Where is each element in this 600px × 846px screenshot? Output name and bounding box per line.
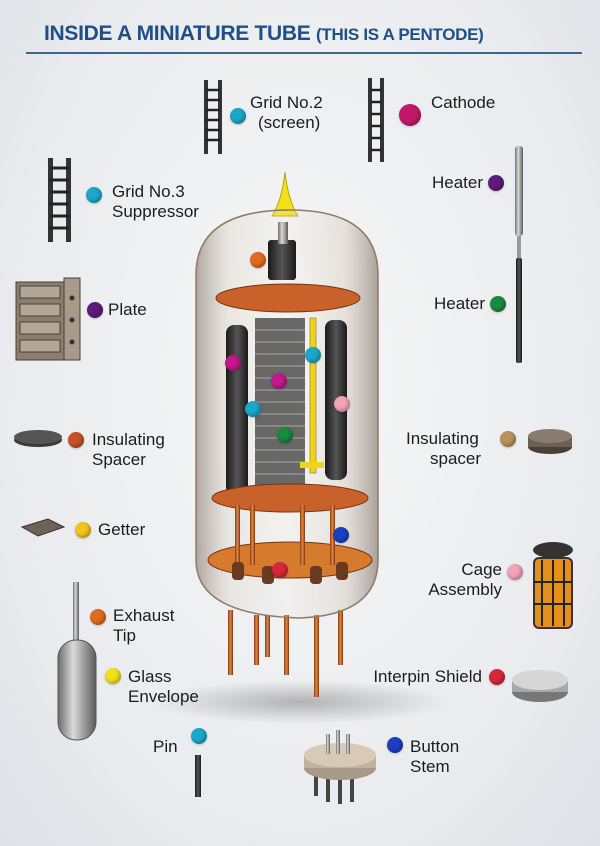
dot-heater-top <box>488 175 504 191</box>
insulating-spacer-left-icon <box>14 430 62 447</box>
dot-pin <box>191 728 207 744</box>
dot-exhaust-tip <box>90 609 106 625</box>
grid2-icon <box>204 80 222 154</box>
marker-magenta-center <box>271 373 287 389</box>
marker-pink <box>334 396 350 412</box>
marker-cyan-left <box>245 401 261 417</box>
label-heater: Heater <box>433 294 485 313</box>
title-sub: (THIS IS A PENTODE) <box>316 25 484 44</box>
cathode-icon <box>368 78 384 162</box>
dot-cathode <box>399 104 421 126</box>
label-pin: Pin <box>153 737 178 756</box>
dot-getter <box>75 522 91 538</box>
plate-icon <box>15 277 81 361</box>
dot-grid2 <box>230 108 246 124</box>
dot-glass-envelope <box>105 668 121 684</box>
cage-assembly-icon <box>533 542 573 629</box>
dot-insulating-spacer-right <box>500 431 516 447</box>
getter-icon <box>20 518 66 537</box>
title-underline <box>26 52 582 54</box>
dot-cage-assembly <box>507 564 523 580</box>
dot-heater <box>490 296 506 312</box>
marker-magenta-left <box>225 355 241 371</box>
label-grid2: Grid No.2(screen) <box>250 93 323 132</box>
page-title: INSIDE A MINIATURE TUBE (THIS IS A PENTO… <box>44 22 484 46</box>
dot-interpin-shield <box>489 669 505 685</box>
glass-envelope-small-icon <box>57 582 97 741</box>
marker-red <box>272 562 288 578</box>
dot-grid3 <box>86 187 102 203</box>
marker-cyan-center <box>305 347 321 363</box>
pin-icon <box>195 755 201 797</box>
label-heater-top: Heater <box>431 173 483 192</box>
marker-orange-top <box>250 252 266 268</box>
dot-insulating-spacer-left <box>68 432 84 448</box>
label-plate: Plate <box>108 300 147 319</box>
dot-plate <box>87 302 103 318</box>
heater-top-icon <box>515 146 523 276</box>
label-cathode: Cathode <box>431 93 496 112</box>
dot-button-stem <box>387 737 403 753</box>
marker-green <box>277 427 293 443</box>
button-stem-icon <box>304 730 376 804</box>
label-interpin-shield: Interpin Shield <box>373 667 482 686</box>
insulating-spacer-right-icon <box>528 429 572 454</box>
title-main: INSIDE A MINIATURE TUBE <box>44 22 311 45</box>
heater-icon <box>516 258 522 363</box>
label-getter: Getter <box>98 520 146 539</box>
interpin-shield-icon <box>512 670 568 702</box>
grid3-icon <box>48 158 71 242</box>
tube-pins <box>228 610 343 697</box>
tube-shadow <box>150 680 450 724</box>
marker-blue <box>333 527 349 543</box>
